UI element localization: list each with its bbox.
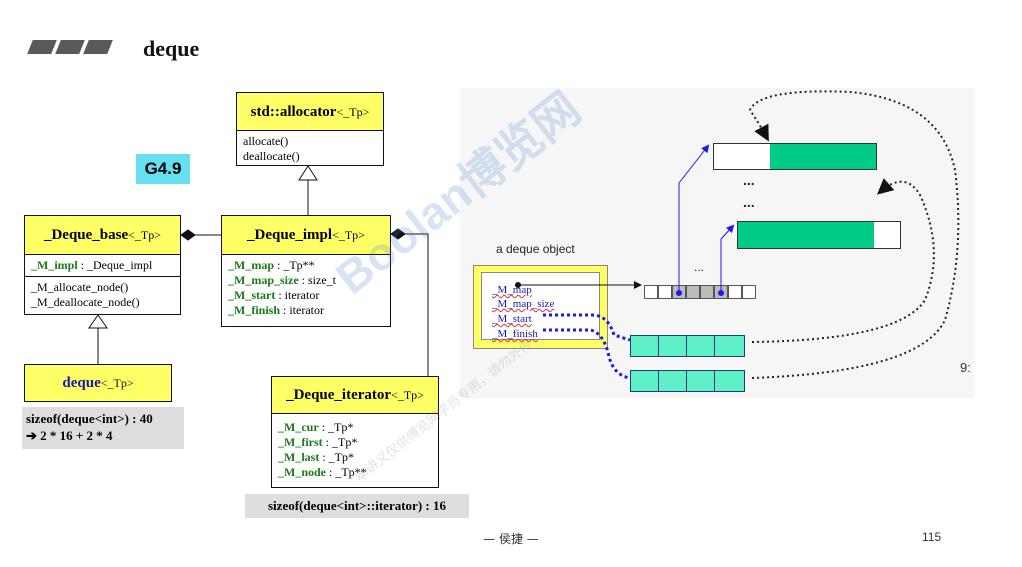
- cut-off-text: 9:: [960, 360, 971, 375]
- field-type: : iterator: [275, 288, 320, 302]
- class-name: deque: [62, 375, 101, 391]
- map-cell: [658, 285, 672, 299]
- deque-base-class: _Deque_base<_Tp> _M_impl : _Deque_impl _…: [24, 215, 181, 315]
- slide-footer: — 侯捷 —: [483, 532, 539, 546]
- picture-field: _M_finish: [492, 328, 538, 340]
- field-name: _M_finish: [228, 303, 281, 317]
- picture-caption: a deque object: [496, 242, 575, 256]
- field-name: _M_start: [228, 288, 276, 302]
- iterator-size-note: sizeof(deque<int>::iterator) : 16: [245, 494, 469, 518]
- field-name: _M_map_size: [228, 273, 299, 287]
- field-type: : _Deque_impl: [77, 258, 153, 272]
- method: allocate(): [243, 134, 289, 148]
- iterator-finish-cell: [714, 370, 745, 392]
- class-name: _Deque_iterator: [286, 387, 392, 403]
- map-cell: [700, 285, 714, 299]
- method: _M_allocate_node(): [31, 280, 129, 294]
- field-name: _M_cur: [278, 420, 319, 434]
- template-param: <_Tp>: [391, 388, 424, 402]
- field-name: _M_node: [278, 465, 326, 479]
- deque-size-note: sizeof(deque<int>) : 40 ➔ 2 * 16 + 2 * 4: [22, 407, 184, 449]
- deque-base-methods: _M_allocate_node() _M_deallocate_node(): [25, 277, 180, 313]
- deque-impl-fields: _M_map : _Tp** _M_map_size : size_t _M_s…: [222, 255, 390, 321]
- field-type: : iterator: [280, 303, 324, 317]
- size-note-line: ➔ 2 * 16 + 2 * 4: [26, 428, 113, 443]
- buffer-ellipsis: ...: [743, 194, 755, 210]
- class-name: std::allocator: [250, 104, 337, 120]
- template-param: <_Tp>: [100, 376, 134, 390]
- field-name: _M_last: [278, 450, 320, 464]
- buffer-ellipsis: ...: [743, 172, 755, 188]
- field-name: _M_first: [278, 435, 323, 449]
- deque-iterator-header: _Deque_iterator<_Tp>: [272, 377, 438, 414]
- template-param: <_Tp>: [336, 105, 370, 119]
- buffer-bottom: [737, 221, 901, 249]
- field-name: _M_impl: [31, 258, 78, 272]
- map-cell: [728, 285, 742, 299]
- class-name: _Deque_base: [43, 227, 129, 243]
- slide-title: deque: [143, 36, 200, 61]
- field-type: : size_t: [298, 273, 336, 287]
- deque-iterator-fields: _M_cur : _Tp* _M_first : _Tp* _M_last : …: [272, 414, 438, 483]
- field-type: : _Tp*: [318, 420, 354, 434]
- field-type: : _Tp*: [322, 435, 358, 449]
- size-note-line: sizeof(deque<int>) : 40: [26, 411, 153, 426]
- picture-field: _M_start: [492, 313, 532, 325]
- iterator-start-cell: [714, 335, 745, 357]
- method: _M_deallocate_node(): [31, 295, 140, 309]
- deque-impl-class: _Deque_impl<_Tp> _M_map : _Tp** _M_map_s…: [221, 215, 391, 327]
- page-number: 115: [922, 530, 942, 544]
- map-ellipsis: ...: [694, 260, 705, 274]
- deque-iterator-class: _Deque_iterator<_Tp> _M_cur : _Tp* _M_fi…: [271, 376, 439, 488]
- method: deallocate(): [243, 149, 300, 163]
- deque-impl-header: _Deque_impl<_Tp>: [222, 216, 390, 255]
- field-type: : _Tp*: [319, 450, 354, 464]
- template-param: <_Tp>: [128, 228, 162, 242]
- allocator-methods: allocate() deallocate(): [237, 131, 383, 167]
- template-param: <_Tp>: [332, 228, 365, 242]
- field-name: _M_map: [228, 258, 274, 272]
- deque-class: deque<_Tp>: [24, 364, 172, 402]
- field-type: : _Tp**: [326, 465, 367, 479]
- deque-base-header: _Deque_base<_Tp>: [25, 216, 180, 255]
- field-type: : _Tp**: [274, 258, 315, 272]
- version-badge: G4.9: [136, 154, 190, 184]
- deque-header: deque<_Tp>: [25, 365, 171, 401]
- map-cell: [644, 285, 658, 299]
- deque-base-fields: _M_impl : _Deque_impl: [25, 255, 180, 277]
- map-cell: [742, 285, 756, 299]
- map-cell: [686, 285, 700, 299]
- allocator-header: std::allocator<_Tp>: [237, 93, 383, 131]
- picture-field: _M_map: [492, 284, 532, 296]
- class-name: _Deque_impl: [247, 227, 333, 243]
- allocator-class: std::allocator<_Tp> allocate() deallocat…: [236, 92, 384, 166]
- picture-field: _M_map_size: [492, 298, 555, 310]
- buffer-top: [713, 143, 877, 170]
